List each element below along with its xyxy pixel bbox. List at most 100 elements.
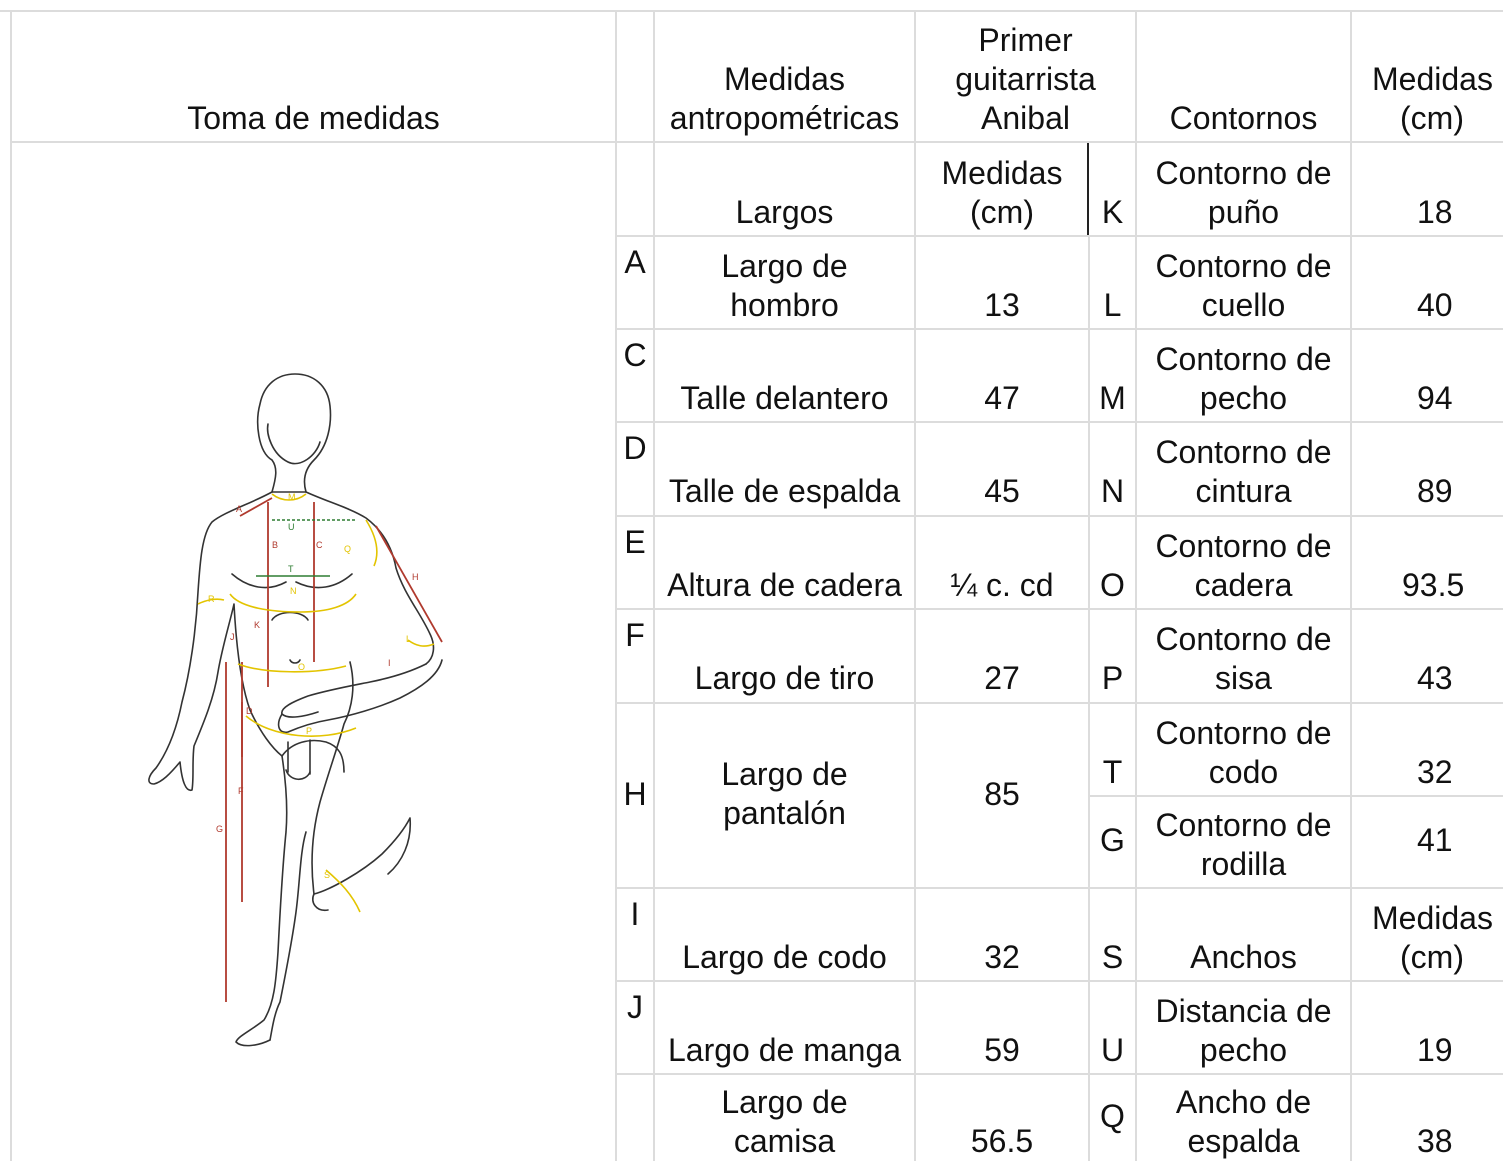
figure-letter: I — [388, 658, 391, 668]
value-text: 18 — [1417, 194, 1453, 230]
figure-letter: T — [288, 564, 294, 574]
letter-text: K — [1101, 194, 1124, 230]
grid-line — [615, 702, 1503, 704]
figure-letter: U — [288, 522, 295, 532]
header-primer-guitarrista: Primer guitarrista Anibal — [916, 12, 1135, 142]
name-text: Ancho de — [1175, 1084, 1312, 1120]
grid-line — [615, 608, 1503, 610]
grid-line — [615, 421, 1503, 423]
header-text: Primer — [978, 22, 1073, 58]
header-medidas-antropometricas: Medidas antropométricas — [655, 12, 914, 142]
row-value: 13 — [916, 237, 1088, 329]
name-text: espalda — [1187, 1123, 1300, 1159]
row-value: ¼ c. cd — [916, 517, 1088, 609]
header-text: Medidas — [724, 61, 845, 97]
anchos-medidas-header: Medidas (cm) — [1352, 889, 1503, 981]
largos-label: Largos — [735, 194, 834, 230]
header-text: (cm) — [1400, 100, 1464, 136]
row-letter-text: D — [623, 430, 647, 466]
figure-letter: S — [324, 870, 330, 880]
header-text: Medidas — [1372, 61, 1493, 97]
row-name-text: Talle de espalda — [668, 473, 901, 509]
contour-name-text: Contorno de — [1155, 621, 1332, 657]
contour-value: 43 — [1352, 610, 1503, 702]
row-name-text: Talle delantero — [680, 380, 889, 416]
grid-line — [914, 10, 916, 1161]
header-text: antropométricas — [669, 100, 900, 136]
grid-line — [1350, 10, 1352, 1161]
contour-letter: U — [1090, 982, 1135, 1074]
row-name: Largo de camisa — [655, 1075, 914, 1161]
contour-letter: T — [1090, 704, 1135, 796]
contour-value-text: 94 — [1417, 380, 1453, 416]
contour-name-text: Contorno de — [1155, 248, 1332, 284]
header-contornos: Contornos — [1137, 12, 1350, 142]
header-toma-de-medidas: Toma de medidas — [12, 12, 615, 142]
figure-letter: C — [316, 540, 323, 550]
contour-name-text: cintura — [1195, 473, 1292, 509]
row-letter-text: E — [624, 524, 646, 560]
row-value: 85 — [916, 704, 1088, 888]
row-value: 47 — [916, 330, 1088, 422]
row-letter-text: A — [624, 244, 646, 280]
anchos-header: Anchos — [1137, 889, 1350, 981]
value-text: 59 — [984, 1032, 1020, 1068]
name-text: camisa — [733, 1123, 836, 1159]
row-letter: F — [617, 610, 653, 702]
medidas-text: (cm) — [970, 194, 1034, 230]
contour-letter: M — [1090, 330, 1135, 422]
name-text: Largo de — [721, 1084, 848, 1120]
contour-letter: O — [1090, 517, 1135, 609]
header-text: Toma de medidas — [187, 100, 440, 136]
contour-name-text: Contorno de — [1155, 434, 1332, 470]
contour-value-text: 43 — [1417, 660, 1453, 696]
letter-text: I — [630, 896, 640, 932]
figure-letter: H — [412, 572, 419, 582]
grid-line — [615, 887, 1503, 889]
row-letter: C — [617, 330, 653, 422]
figure-letter: P — [306, 726, 312, 736]
letter-text: U — [1100, 1032, 1125, 1068]
row-name-text: Largo de — [721, 248, 848, 284]
grid-line — [615, 1073, 1503, 1075]
contour-value: 19 — [1352, 982, 1503, 1074]
contour-letter-text: N — [1100, 473, 1125, 509]
contour-value-text: 40 — [1417, 287, 1453, 323]
contour-value: 32 — [1352, 704, 1503, 796]
contour-letter-text: M — [1099, 380, 1126, 416]
grid-line — [615, 328, 1503, 330]
contour-letter-text: O — [1100, 567, 1125, 603]
row-value-text: 27 — [984, 660, 1020, 696]
letter-text: J — [627, 989, 643, 1025]
figure-letter: O — [298, 662, 305, 672]
figure-letter: D — [246, 706, 253, 716]
value-text: 85 — [984, 775, 1020, 812]
value-text: 56.5 — [970, 1123, 1034, 1159]
row-value: 59 — [916, 982, 1088, 1074]
name-text: Distancia de — [1155, 993, 1332, 1029]
value-text: 41 — [1417, 822, 1453, 858]
row-value-text: 47 — [984, 380, 1020, 416]
letter-text: H — [623, 775, 647, 812]
name-text: Largo de manga — [667, 1032, 902, 1068]
row-value: 27 — [916, 610, 1088, 702]
row-name: Largo de manga — [655, 982, 914, 1074]
contour-value: 89 — [1352, 423, 1503, 515]
row-value: 56.5 — [916, 1075, 1088, 1161]
figure-letter: L — [406, 634, 411, 644]
figure-letter: A — [236, 504, 242, 514]
value-text: 32 — [1417, 754, 1453, 790]
row-value-text: 13 — [984, 287, 1020, 323]
name-text: Contorno de — [1155, 155, 1332, 191]
contour-value: 40 — [1352, 237, 1503, 329]
name-text: codo — [1208, 754, 1279, 790]
contour-value: 94 — [1352, 330, 1503, 422]
contour-name: Distancia de pecho — [1137, 982, 1350, 1074]
letter-text: T — [1102, 754, 1123, 790]
row-name-text: Altura de cadera — [667, 567, 902, 603]
row-letter-text: F — [625, 617, 645, 653]
